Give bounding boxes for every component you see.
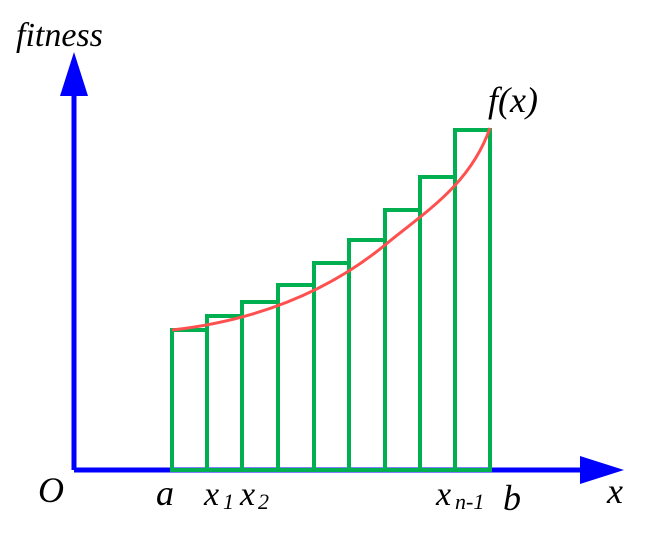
bar-9 [453, 128, 492, 472]
x2-subscript: 2 [258, 489, 269, 514]
bar-3 [240, 300, 280, 472]
xn1-label: x n-1 [435, 476, 484, 514]
bar-5 [312, 261, 351, 472]
a-label: a [156, 473, 174, 513]
x2-label: x 2 [239, 476, 269, 514]
y-axis-label: fitness [16, 17, 103, 54]
x1-base: x [203, 476, 219, 513]
bar-1 [170, 328, 209, 472]
x-axis-arrow-icon [580, 456, 624, 484]
bar-4 [276, 283, 316, 472]
xn1-base: x [435, 476, 451, 513]
b-label: b [503, 478, 521, 518]
x1-subscript: 1 [223, 489, 234, 514]
bar-2 [205, 314, 244, 472]
bar-7 [383, 208, 422, 472]
bar-8 [418, 175, 457, 472]
x1-label: x 1 [203, 476, 234, 514]
bars-group [170, 128, 492, 472]
xn1-subscript: n-1 [455, 489, 484, 514]
x-axis-label: x [606, 471, 623, 511]
x2-base: x [239, 476, 255, 513]
function-curve [171, 127, 492, 332]
origin-label: O [38, 470, 64, 510]
bar-6 [347, 238, 387, 472]
function-label: f(x) [488, 80, 538, 120]
y-axis-arrow-icon [60, 52, 88, 96]
